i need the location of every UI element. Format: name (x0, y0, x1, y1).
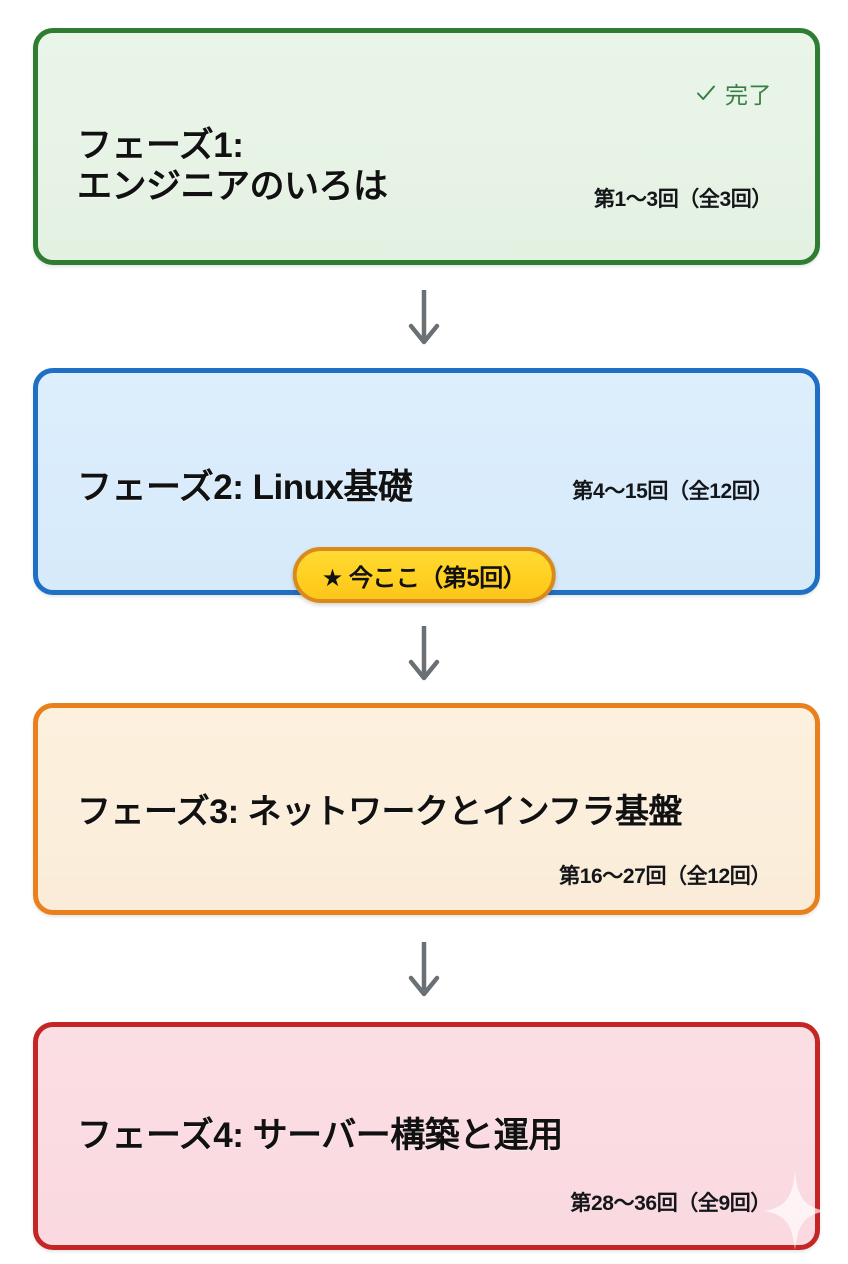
status-label: 完了 (725, 82, 772, 108)
current-position-label: ★ 今ここ（第5回） (321, 564, 527, 592)
status-badge-completed: 完了 (696, 76, 772, 110)
phase-card-2-inner: フェーズ2: Linux基礎 第4〜15回（全12回） (38, 373, 815, 590)
phase-range-2: 第4〜15回（全12回） (572, 480, 773, 503)
arrow-down-icon (402, 288, 446, 350)
phase-card-1[interactable]: 完了 フェーズ1: エンジニアのいろは 第1〜3回（全3回） (33, 28, 820, 265)
phase-range-1: 第1〜3回（全3回） (593, 188, 772, 211)
check-icon (696, 83, 716, 103)
phase-card-1-inner: 完了 フェーズ1: エンジニアのいろは 第1〜3回（全3回） (38, 33, 815, 260)
current-position-badge[interactable]: ★ 今ここ（第5回） (292, 547, 556, 603)
arrow-down-icon (402, 624, 446, 686)
phase-title-1: フェーズ1: エンジニアのいろは (77, 126, 388, 207)
phase-title-2: フェーズ2: Linux基礎 (77, 468, 413, 507)
phase-card-4[interactable]: フェーズ4: サーバー構築と運用 第28〜36回（全9回） (33, 1022, 820, 1250)
phase-title-4: フェーズ4: サーバー構築と運用 (77, 1116, 563, 1155)
phase-range-3: 第16〜27回（全12回） (559, 865, 771, 888)
arrow-down-icon (402, 940, 446, 1002)
phase-card-4-inner: フェーズ4: サーバー構築と運用 第28〜36回（全9回） (38, 1027, 815, 1245)
phase-range-4: 第28〜36回（全9回） (570, 1192, 771, 1215)
phase-card-3[interactable]: フェーズ3: ネットワークとインフラ基盤 第16〜27回（全12回） (33, 703, 820, 915)
phase-card-3-inner: フェーズ3: ネットワークとインフラ基盤 第16〜27回（全12回） (38, 708, 815, 910)
phase-title-3: フェーズ3: ネットワークとインフラ基盤 (77, 793, 682, 831)
